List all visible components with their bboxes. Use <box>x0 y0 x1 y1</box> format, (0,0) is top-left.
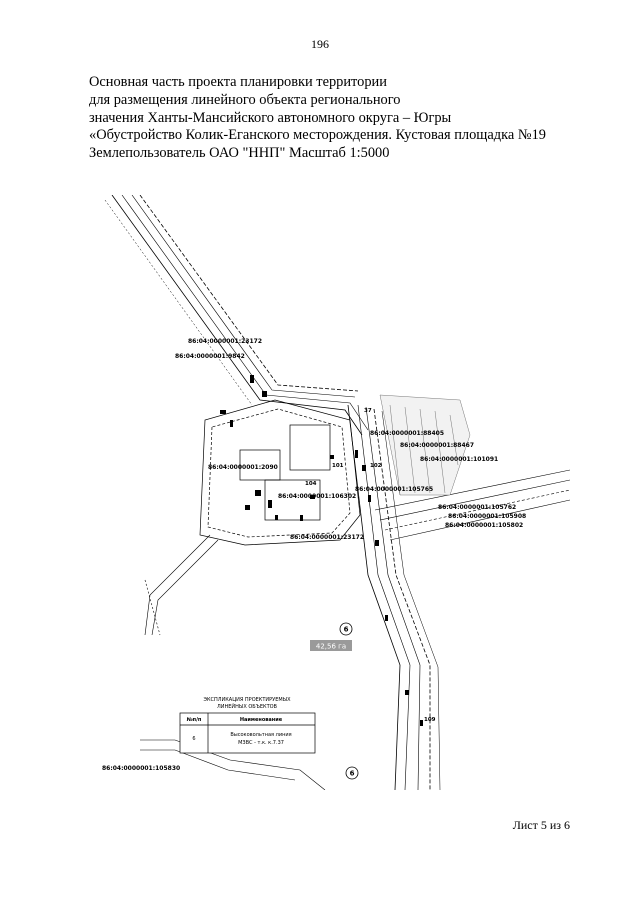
spur-road <box>140 534 326 790</box>
object-number: 37 <box>364 408 372 414</box>
object-number: 101 <box>332 463 344 469</box>
object-number: 102 <box>370 463 382 469</box>
equipment-marks <box>220 375 423 726</box>
object-number: 109 <box>424 717 436 723</box>
object-number: 104 <box>305 481 317 487</box>
legend-row-num: 6 <box>192 736 195 742</box>
hatched-area <box>379 394 471 496</box>
area-label: 42,56 га <box>310 640 352 651</box>
object-numbers: 104 102 101 37 109 <box>305 408 436 723</box>
title-line-4: «Обустройство Колик-Еганского месторожде… <box>89 127 546 144</box>
road-corridor <box>104 195 570 790</box>
sheet-label: Лист 5 из 6 <box>512 818 570 832</box>
pad-boundary <box>199 399 361 546</box>
map-drawing: 86:04:0000001:23172 86:04:0000001:9842 8… <box>102 195 570 790</box>
marker-number: 6 <box>344 626 349 634</box>
title-line-1: Основная часть проекта планировки террит… <box>89 74 387 90</box>
legend-col-num: №п/п <box>186 717 202 723</box>
legend-col-name: Наименование <box>240 717 283 723</box>
page-number: 196 <box>311 37 329 51</box>
parcel-label: 86:04:0000001:105908 <box>448 513 526 520</box>
parcel-label: 86:04:0000001:2090 <box>208 464 278 471</box>
planning-map: 86:04:0000001:23172 86:04:0000001:9842 8… <box>100 195 570 790</box>
legend-row-name-1: Высоковольтная линия <box>230 732 291 738</box>
line-marker-2: 6 <box>345 766 359 780</box>
legend-table: ЭКСПЛИКАЦИЯ ПРОЕКТИРУЕМЫХ ЛИНЕЙНЫХ ОБЪЕК… <box>179 697 316 754</box>
parcel-label: 86:04:0000001:23172 <box>188 338 262 345</box>
parcel-label: 86:04:0000001:23172 <box>290 534 364 541</box>
parcel-label: 86:04:0000001:88405 <box>370 430 444 437</box>
parcel-labels: 86:04:0000001:23172 86:04:0000001:9842 8… <box>102 338 526 772</box>
title-line-2: для размещения линейного объекта региона… <box>89 91 401 108</box>
legend-title-2: ЛИНЕЙНЫХ ОБЪЕКТОВ <box>217 703 278 710</box>
parcel-label: 86:04:0000001:106302 <box>278 493 356 500</box>
parcel-label: 86:04:0000001:9842 <box>175 353 245 360</box>
line-marker-1: 6 <box>339 622 353 636</box>
title-line-5: Землепользователь ОАО "ННП" Масштаб 1:50… <box>89 145 390 162</box>
parcel-label: 86:04:0000001:105830 <box>102 765 180 772</box>
parcel-label: 86:04:0000001:105765 <box>355 486 433 493</box>
marker-number: 6 <box>350 770 355 778</box>
parcel-label: 86:04:0000001:105762 <box>438 504 516 511</box>
title-line-3: значения Ханты-Мансийского автономного о… <box>89 109 452 126</box>
parcel-label: 86:04:0000001:101091 <box>420 456 498 463</box>
document-title: Основная часть проекта планировки террит… <box>89 74 609 163</box>
legend-title-1: ЭКСПЛИКАЦИЯ ПРОЕКТИРУЕМЫХ <box>203 697 291 703</box>
parcel-label: 86:04:0000001:88467 <box>400 442 474 449</box>
legend-row-name-2: МЗВС - т.к. к.7.37 <box>238 740 284 746</box>
area-value: 42,56 га <box>316 643 346 651</box>
parcel-label: 86:04:0000001:105802 <box>445 522 523 529</box>
